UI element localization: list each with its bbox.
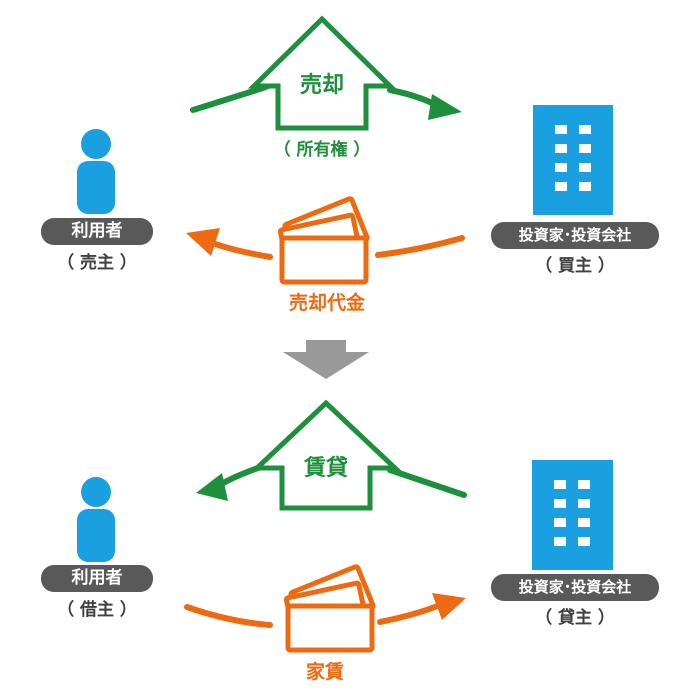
bottom-user-label: 利用者 — [41, 565, 153, 592]
top-investor-role: （ 買主 ） — [535, 256, 615, 276]
bottom-investor-label: 投資家･投資会社 — [491, 574, 659, 601]
bottom-investor-role: （ 貸主 ） — [535, 608, 615, 628]
top-money-icon — [277, 196, 370, 285]
top-investor-label: 投資家･投資会社 — [491, 222, 659, 249]
bottom-user-role: （ 借主 ） — [57, 600, 137, 620]
bottom-money-icon — [283, 564, 376, 653]
down-arrow-icon — [283, 340, 369, 379]
bottom-orange-flow-arrow — [184, 593, 466, 628]
top-building-icon — [533, 105, 613, 215]
top-person-icon — [77, 129, 115, 214]
top-orange-flow-arrow — [186, 228, 465, 260]
bottom-money-label: 家賃 — [305, 661, 344, 683]
bottom-building-icon — [532, 460, 613, 570]
top-user-role: （ 売主 ） — [57, 253, 137, 273]
top-ownership-label: （ 所有権 ） — [273, 140, 371, 160]
bottom-person-icon — [77, 477, 115, 562]
top-money-label: 売却代金 — [288, 292, 365, 314]
top-house-label: 売却 — [299, 73, 344, 98]
top-user-label: 利用者 — [41, 218, 153, 245]
top-house-icon — [247, 15, 397, 131]
bottom-house-label: 賃貸 — [303, 456, 348, 481]
bottom-house-icon — [250, 399, 402, 511]
